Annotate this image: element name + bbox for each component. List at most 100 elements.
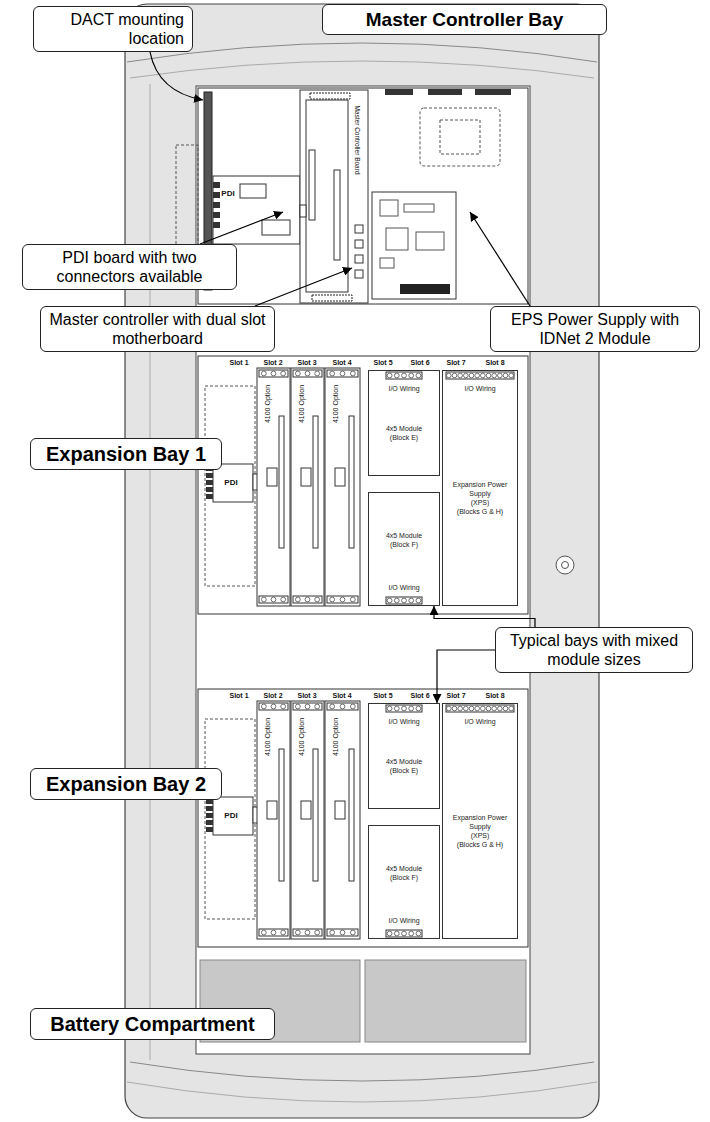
module-text: 4x5 Module xyxy=(386,757,422,766)
callout-text: PDI board with two connectors available xyxy=(31,248,228,286)
slot-label: Slot 4 xyxy=(332,359,351,366)
card-connector xyxy=(309,150,315,220)
pdi-terminal xyxy=(206,813,213,818)
pdi-terminal xyxy=(206,487,213,492)
slot-label: Slot 3 xyxy=(297,359,316,366)
title-callout: Master Controller Bay xyxy=(322,4,607,35)
terminal-screw xyxy=(452,706,457,711)
terminal-screw xyxy=(481,706,486,711)
option-card xyxy=(257,368,290,606)
power-supply-box: I/O WiringExpansion Power Supply(XPS)(Bl… xyxy=(442,370,518,606)
terminal-screw xyxy=(503,706,508,711)
card-latch xyxy=(301,801,311,819)
terminal-screw xyxy=(416,373,421,378)
card-label: 4100 Option xyxy=(298,718,305,756)
terminal-screw xyxy=(315,371,320,376)
leader-arrow xyxy=(255,268,352,306)
terminal-screw xyxy=(503,373,508,378)
expansion-bays xyxy=(198,356,528,947)
terminal-screw xyxy=(271,371,276,376)
terminal-block xyxy=(259,370,288,377)
terminal-screw xyxy=(261,597,266,602)
terminal-block xyxy=(386,372,422,379)
slot-label: Slot 1 xyxy=(229,359,248,366)
terminal-screw xyxy=(261,704,266,709)
terminal-screw xyxy=(340,597,345,602)
option-card xyxy=(257,701,290,939)
motherboard-part xyxy=(355,225,363,233)
callout-text: Expansion Bay 2 xyxy=(39,772,213,796)
module-text: (Block E) xyxy=(390,766,418,775)
terminal-block xyxy=(293,929,322,936)
slot-label: Slot 5 xyxy=(373,692,392,699)
terminal-screw xyxy=(387,706,392,711)
leader-arrow xyxy=(200,212,283,244)
slot-label: Slot 7 xyxy=(446,359,465,366)
bay-callout: Expansion Bay 1 xyxy=(30,438,222,470)
terminal-screw xyxy=(498,373,503,378)
module-ground xyxy=(442,703,518,939)
terminal-screw xyxy=(409,706,414,711)
idnet-chip xyxy=(416,232,444,250)
pdi-terminal xyxy=(206,806,213,811)
card-label: 4100 Option xyxy=(332,385,339,423)
terminal-block xyxy=(446,372,514,379)
terminal-block xyxy=(293,370,322,377)
terminal-block xyxy=(327,929,358,936)
terminal-screw xyxy=(281,597,286,602)
callout-text: Typical bays with mixed module sizes xyxy=(504,631,684,669)
module-text: I/O Wiring xyxy=(464,717,495,726)
terminal-screw xyxy=(281,371,286,376)
motherboard-part xyxy=(355,240,363,248)
module-box: I/O Wiring 4x5 Module(Block E) xyxy=(368,703,440,809)
idnet-terminal xyxy=(400,284,450,294)
module-text: (Blocks G & H) xyxy=(457,840,503,849)
part-label: PDI xyxy=(224,479,237,487)
master-bay xyxy=(198,88,528,304)
terminal-screw xyxy=(340,371,345,376)
card-latch xyxy=(301,468,311,486)
idnet-chip xyxy=(386,228,408,250)
pdi-terminal xyxy=(206,473,213,478)
terminal-screw xyxy=(458,706,463,711)
option-card xyxy=(325,701,360,939)
pdi-terminal xyxy=(206,494,213,499)
terminal-screw xyxy=(350,704,355,709)
terminal-screw xyxy=(295,371,300,376)
module-text: (XPS) xyxy=(471,831,490,840)
card-connector xyxy=(313,749,318,881)
slot-label: Slot 7 xyxy=(446,692,465,699)
terminal-screw xyxy=(261,371,266,376)
idnet-chip xyxy=(404,204,434,212)
slot-label: Slot 6 xyxy=(410,692,429,699)
terminal-screw xyxy=(416,931,421,936)
door-lock xyxy=(556,556,574,574)
callout-text: Battery Compartment xyxy=(39,1012,266,1036)
slot-label: Slot 5 xyxy=(373,359,392,366)
terminal-screw xyxy=(394,373,399,378)
terminal-screw xyxy=(315,930,320,935)
card-latch xyxy=(300,205,306,217)
slot-label: Slot 8 xyxy=(485,692,504,699)
terminal-screw xyxy=(402,706,407,711)
terminal-screw xyxy=(305,704,310,709)
module-ground xyxy=(368,825,440,939)
eps-connector xyxy=(475,89,511,95)
bay-frame xyxy=(198,689,528,947)
board-label: Master Controller Board xyxy=(354,106,361,175)
module-text: I/O Wiring xyxy=(388,717,419,726)
callout-box: EPS Power Supply with IDNet 2 Module xyxy=(490,306,700,352)
card-latch xyxy=(267,468,277,486)
option-card xyxy=(291,368,324,606)
module-text: Expansion Power Supply xyxy=(446,813,514,831)
leader-arrow xyxy=(470,212,530,306)
callout-box: Battery Compartment xyxy=(30,1008,275,1040)
slot-label: Slot 2 xyxy=(263,692,282,699)
terminal-screw xyxy=(271,704,276,709)
terminal-screw xyxy=(295,930,300,935)
slot-label: Slot 2 xyxy=(263,359,282,366)
leader-arrow xyxy=(434,606,535,627)
callout-text: Master Controller Bay xyxy=(331,8,598,31)
module-text: Expansion Power Supply xyxy=(446,480,514,498)
terminal-screw xyxy=(475,373,480,378)
